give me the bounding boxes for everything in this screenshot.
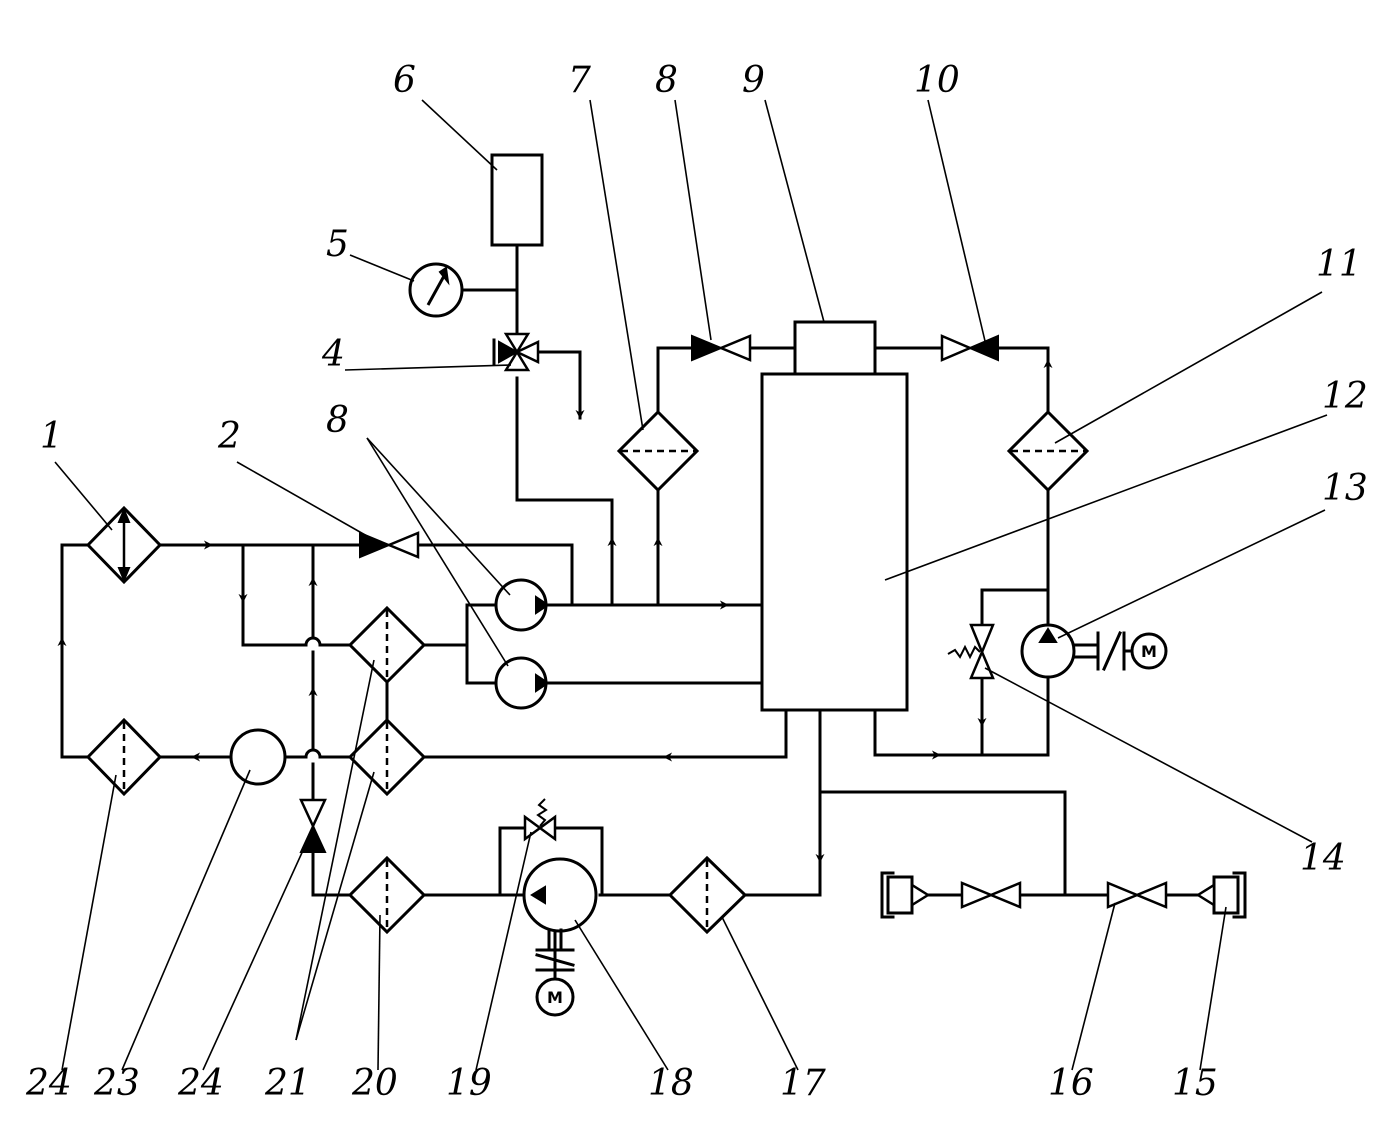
label-1: 1 bbox=[40, 416, 63, 457]
label-9: 9 bbox=[742, 60, 765, 101]
pump-13 bbox=[1020, 623, 1134, 679]
label-13: 13 bbox=[1322, 468, 1368, 509]
check-valve-24 bbox=[299, 798, 327, 853]
relief-valve-14 bbox=[947, 623, 995, 680]
motor-13: M bbox=[1130, 632, 1168, 670]
label-4: 4 bbox=[321, 334, 345, 375]
valve-4 bbox=[492, 332, 540, 372]
label-16: 16 bbox=[1048, 1063, 1094, 1104]
motor-letter: M bbox=[1141, 642, 1157, 661]
label-8-pumps: 8 bbox=[326, 400, 349, 441]
valve-16-right bbox=[1106, 881, 1168, 909]
label-6: 6 bbox=[393, 60, 416, 101]
filter-11 bbox=[1006, 409, 1090, 493]
label-24-filter: 24 bbox=[25, 1063, 72, 1104]
label-14: 14 bbox=[1300, 838, 1346, 879]
check-valve-10 bbox=[940, 334, 999, 362]
labels: 1 2 8 4 5 6 7 8 9 10 11 12 13 14 15 16 1… bbox=[25, 60, 1368, 1104]
flow-arrows bbox=[57, 358, 1053, 864]
leader-lines bbox=[54, 99, 1328, 1071]
label-20: 20 bbox=[351, 1063, 398, 1104]
filler-cap-9 bbox=[793, 320, 877, 376]
label-24-check: 24 bbox=[177, 1063, 224, 1104]
motor-letter: M bbox=[547, 988, 563, 1007]
motor-18: M bbox=[535, 977, 575, 1017]
filter-24-left bbox=[85, 717, 163, 797]
label-10: 10 bbox=[914, 60, 960, 101]
coupling-15-right bbox=[1195, 871, 1247, 919]
label-17: 17 bbox=[780, 1063, 826, 1104]
relief-valve-19 bbox=[523, 798, 557, 842]
filter-20 bbox=[347, 855, 427, 935]
gauge-5 bbox=[408, 262, 464, 318]
label-12: 12 bbox=[1322, 376, 1368, 417]
label-19: 19 bbox=[446, 1063, 492, 1104]
filter-7 bbox=[616, 409, 700, 493]
check-valve-2 bbox=[359, 531, 420, 559]
heat-exchanger-1 bbox=[85, 505, 163, 585]
label-7: 7 bbox=[568, 60, 591, 101]
label-2: 2 bbox=[217, 416, 241, 457]
check-valve-8-top bbox=[691, 334, 752, 362]
pump-8-lower bbox=[494, 656, 550, 710]
label-8-top: 8 bbox=[655, 60, 678, 101]
accumulator-6 bbox=[490, 153, 544, 247]
filter-21-upper bbox=[347, 605, 427, 685]
label-15: 15 bbox=[1172, 1063, 1218, 1104]
filter-21-lower bbox=[347, 717, 427, 797]
label-21: 21 bbox=[264, 1063, 311, 1104]
label-18: 18 bbox=[648, 1063, 694, 1104]
pump-23 bbox=[229, 728, 287, 786]
pump-18 bbox=[522, 857, 598, 972]
label-11: 11 bbox=[1316, 244, 1362, 285]
label-5: 5 bbox=[326, 224, 349, 265]
piping bbox=[60, 243, 1200, 982]
label-23: 23 bbox=[93, 1063, 140, 1104]
filter-17 bbox=[667, 855, 748, 935]
coupling-15-left bbox=[880, 871, 931, 919]
valve-16-left bbox=[960, 881, 1022, 909]
tank-12 bbox=[760, 372, 909, 712]
